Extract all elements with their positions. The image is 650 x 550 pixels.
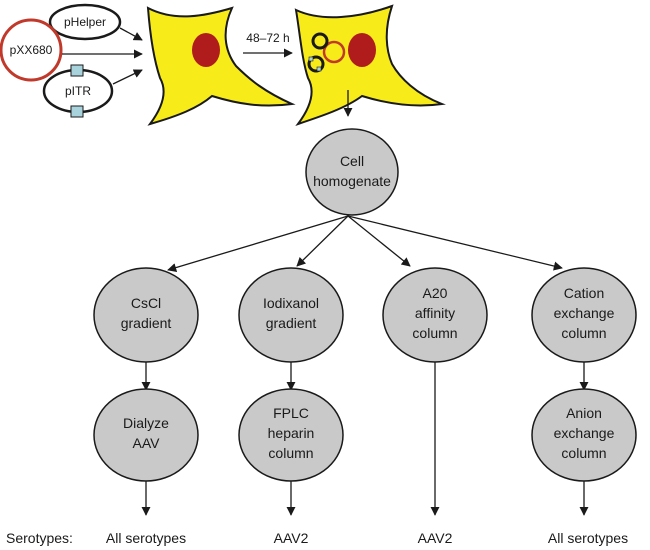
plasmid-pitr: pITR xyxy=(42,64,114,118)
col4-step1-line2: exchange xyxy=(554,305,615,321)
homogenate-line2: homogenate xyxy=(313,173,391,189)
col4-step2-line3: column xyxy=(561,445,606,461)
col2-step1-line2: gradient xyxy=(266,315,317,331)
homogenate-line1: Cell xyxy=(340,153,364,169)
col2-step2-line2: heparin xyxy=(268,425,315,441)
plasmid-in-cell xyxy=(311,32,329,50)
itr-box-bottom xyxy=(70,105,84,118)
node-cscl-gradient: CsCl gradient xyxy=(93,267,199,363)
incubation-label: 48–72 h xyxy=(246,31,289,45)
col2-step2-line3: column xyxy=(268,445,313,461)
nucleus xyxy=(192,33,220,67)
arrow-branch-2 xyxy=(296,215,349,267)
arrow-branch-3 xyxy=(347,215,411,267)
node-a20-affinity-column: A20 affinity column xyxy=(382,267,488,363)
col1-step2-line1: Dialyze xyxy=(123,415,169,431)
nucleus xyxy=(348,33,376,67)
col4-step2-line1: Anion xyxy=(566,405,602,421)
plasmid-pxx680: pXX680 xyxy=(0,18,63,82)
arrow-branch-4 xyxy=(347,215,563,271)
plasmid-phelper: pHelper xyxy=(48,3,122,41)
node-anion-exchange-column: Anion exchange column xyxy=(531,388,637,482)
itr-box-top xyxy=(70,64,84,77)
arrow-phelper xyxy=(119,27,143,41)
col4-step2-line2: exchange xyxy=(554,425,615,441)
node-cell-homogenate: Cell homogenate xyxy=(305,128,399,216)
node-fplc-heparin-column: FPLC heparin column xyxy=(238,388,344,482)
col1-step1-line1: CsCl xyxy=(131,295,161,311)
col3-step1-line3: column xyxy=(412,325,457,341)
serotype-col4: All serotypes xyxy=(548,530,628,546)
node-dialyze-aav: Dialyze AAV xyxy=(93,388,199,482)
col2-step1-line1: Iodixanol xyxy=(263,295,319,311)
producing-cell xyxy=(294,4,446,126)
plasmid-in-cell xyxy=(322,40,346,64)
plasmid-phelper-label: pHelper xyxy=(64,15,106,29)
arrow-pitr xyxy=(112,69,143,85)
plasmid-in-cell xyxy=(307,55,325,73)
col3-step1-line1: A20 xyxy=(423,285,448,301)
col1-step2-line2: AAV xyxy=(133,435,161,451)
arrow-branch-1 xyxy=(167,215,349,273)
plasmid-pitr-label: pITR xyxy=(65,84,91,98)
transfected-cell xyxy=(146,6,296,126)
col2-step2-line1: FPLC xyxy=(273,405,309,421)
col1-step1-line2: gradient xyxy=(121,315,172,331)
col4-step1-line1: Cation xyxy=(564,285,604,301)
serotype-col1: All serotypes xyxy=(106,530,186,546)
node-iodixanol-gradient: Iodixanol gradient xyxy=(238,267,344,363)
serotype-col2: AAV2 xyxy=(274,530,309,546)
serotypes-label: Serotypes: xyxy=(6,530,73,546)
col4-step1-line3: column xyxy=(561,325,606,341)
col3-step1-line2: affinity xyxy=(415,305,455,321)
node-cation-exchange-column: Cation exchange column xyxy=(531,267,637,363)
serotype-col3: AAV2 xyxy=(418,530,453,546)
plasmid-pxx680-label: pXX680 xyxy=(10,43,53,57)
